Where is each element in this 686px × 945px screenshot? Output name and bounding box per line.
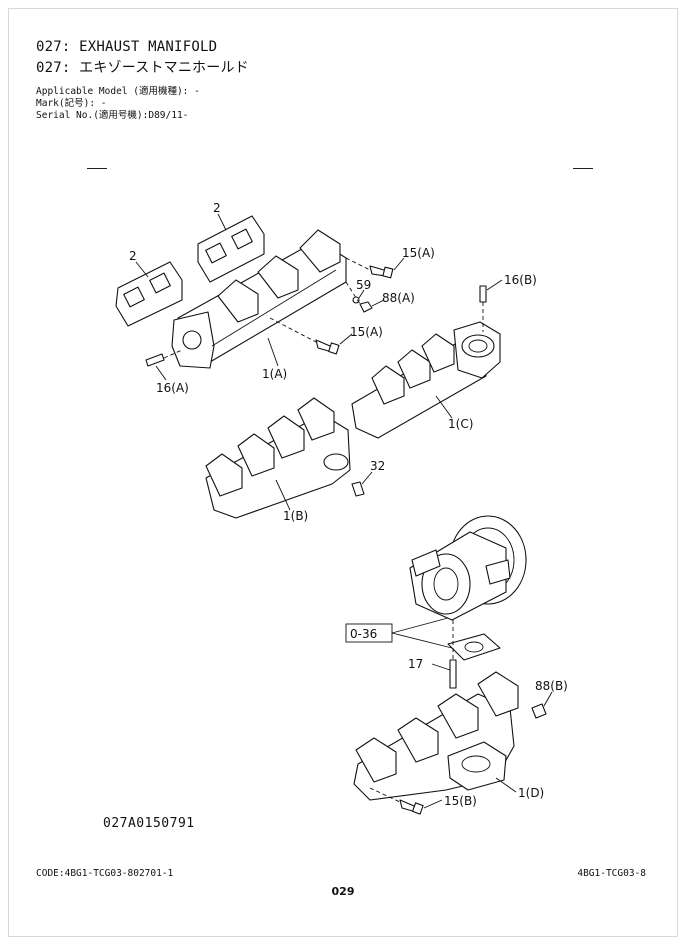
- dash-15b: [369, 787, 401, 803]
- stud-32: [351, 481, 365, 497]
- divider-left: [87, 168, 107, 169]
- callout-16b: 16(B): [504, 273, 537, 287]
- leader-32: [361, 471, 373, 485]
- leader-17: [431, 663, 451, 671]
- dash-88a: [345, 281, 361, 305]
- callout-1b: 1(B): [283, 509, 308, 523]
- gasket-0-36: [447, 633, 501, 661]
- callout-32: 32: [370, 459, 385, 473]
- dash-15a-mid: [269, 317, 317, 343]
- leader-1b: [275, 479, 291, 511]
- nut-88a: [359, 301, 373, 313]
- bolt-15a-top: [369, 265, 394, 279]
- leader-0-36-b: [391, 632, 453, 649]
- callout-15a-mid: 15(A): [350, 325, 383, 339]
- callout-15a-top: 15(A): [402, 246, 435, 260]
- leader-88a: [371, 299, 385, 307]
- callout-2-left: 2: [129, 249, 137, 263]
- nut-88b: [531, 703, 547, 719]
- serial-number-line: Serial No.(適用号機):D89/11-: [36, 110, 189, 121]
- turbocharger: [409, 515, 527, 621]
- dash-16a: [163, 349, 183, 359]
- callout-0-36: 0-36: [350, 627, 377, 641]
- washer-59: [352, 296, 360, 304]
- leader-16b: [486, 279, 503, 291]
- callout-17: 17: [408, 657, 423, 671]
- bolt-15b: [399, 799, 424, 815]
- leader-15a-mid: [339, 333, 353, 345]
- callout-1c: 1(C): [448, 417, 473, 431]
- callout-88b: 88(B): [535, 679, 568, 693]
- footer-code: CODE:4BG1-TCG03-802701-1: [36, 868, 174, 879]
- leader-16a: [155, 365, 167, 381]
- callout-88a: 88(A): [382, 291, 415, 305]
- divider-right: [573, 168, 593, 169]
- leader-59: [358, 289, 365, 299]
- leader-2-right: [217, 213, 227, 231]
- bolt-15a-mid: [315, 339, 340, 355]
- callout-2-top: 2: [213, 201, 221, 215]
- dash-15a-top: [345, 257, 371, 271]
- leader-15a-top: [393, 257, 405, 271]
- gasket-2-right: [197, 215, 265, 283]
- leader-1c: [435, 395, 453, 419]
- manifold-1c: [351, 321, 501, 439]
- stud-17: [449, 659, 457, 689]
- page-title-english: 027: EXHAUST MANIFOLD: [36, 39, 218, 55]
- mark-line: Mark(記号): -: [36, 98, 107, 109]
- leader-1d: [495, 777, 517, 793]
- stud-16a: [145, 353, 165, 367]
- figure-code: 027A0150791: [103, 816, 195, 831]
- callout-59: 59: [356, 278, 371, 292]
- applicable-model-line: Applicable Model (適用機種): -: [36, 86, 200, 97]
- leader-0-36-a: [391, 617, 449, 634]
- leader-88b: [543, 691, 553, 707]
- gasket-2-left: [115, 261, 183, 327]
- callout-15b: 15(B): [444, 794, 477, 808]
- callout-1a: 1(A): [262, 367, 287, 381]
- manifold-1b: [205, 397, 351, 519]
- callout-1d: 1(D): [518, 786, 544, 800]
- page-title-japanese: 027: エキゾーストマニホールド: [36, 60, 249, 76]
- footer-reference: 4BG1-TCG03-8: [577, 868, 646, 879]
- leader-15b: [423, 799, 443, 809]
- stud-16b: [479, 285, 487, 303]
- leader-2-left: [135, 261, 149, 278]
- page-number: 029: [331, 885, 355, 898]
- leader-1a: [267, 337, 279, 367]
- manifold-1d: [353, 671, 519, 801]
- callout-16a: 16(A): [156, 381, 189, 395]
